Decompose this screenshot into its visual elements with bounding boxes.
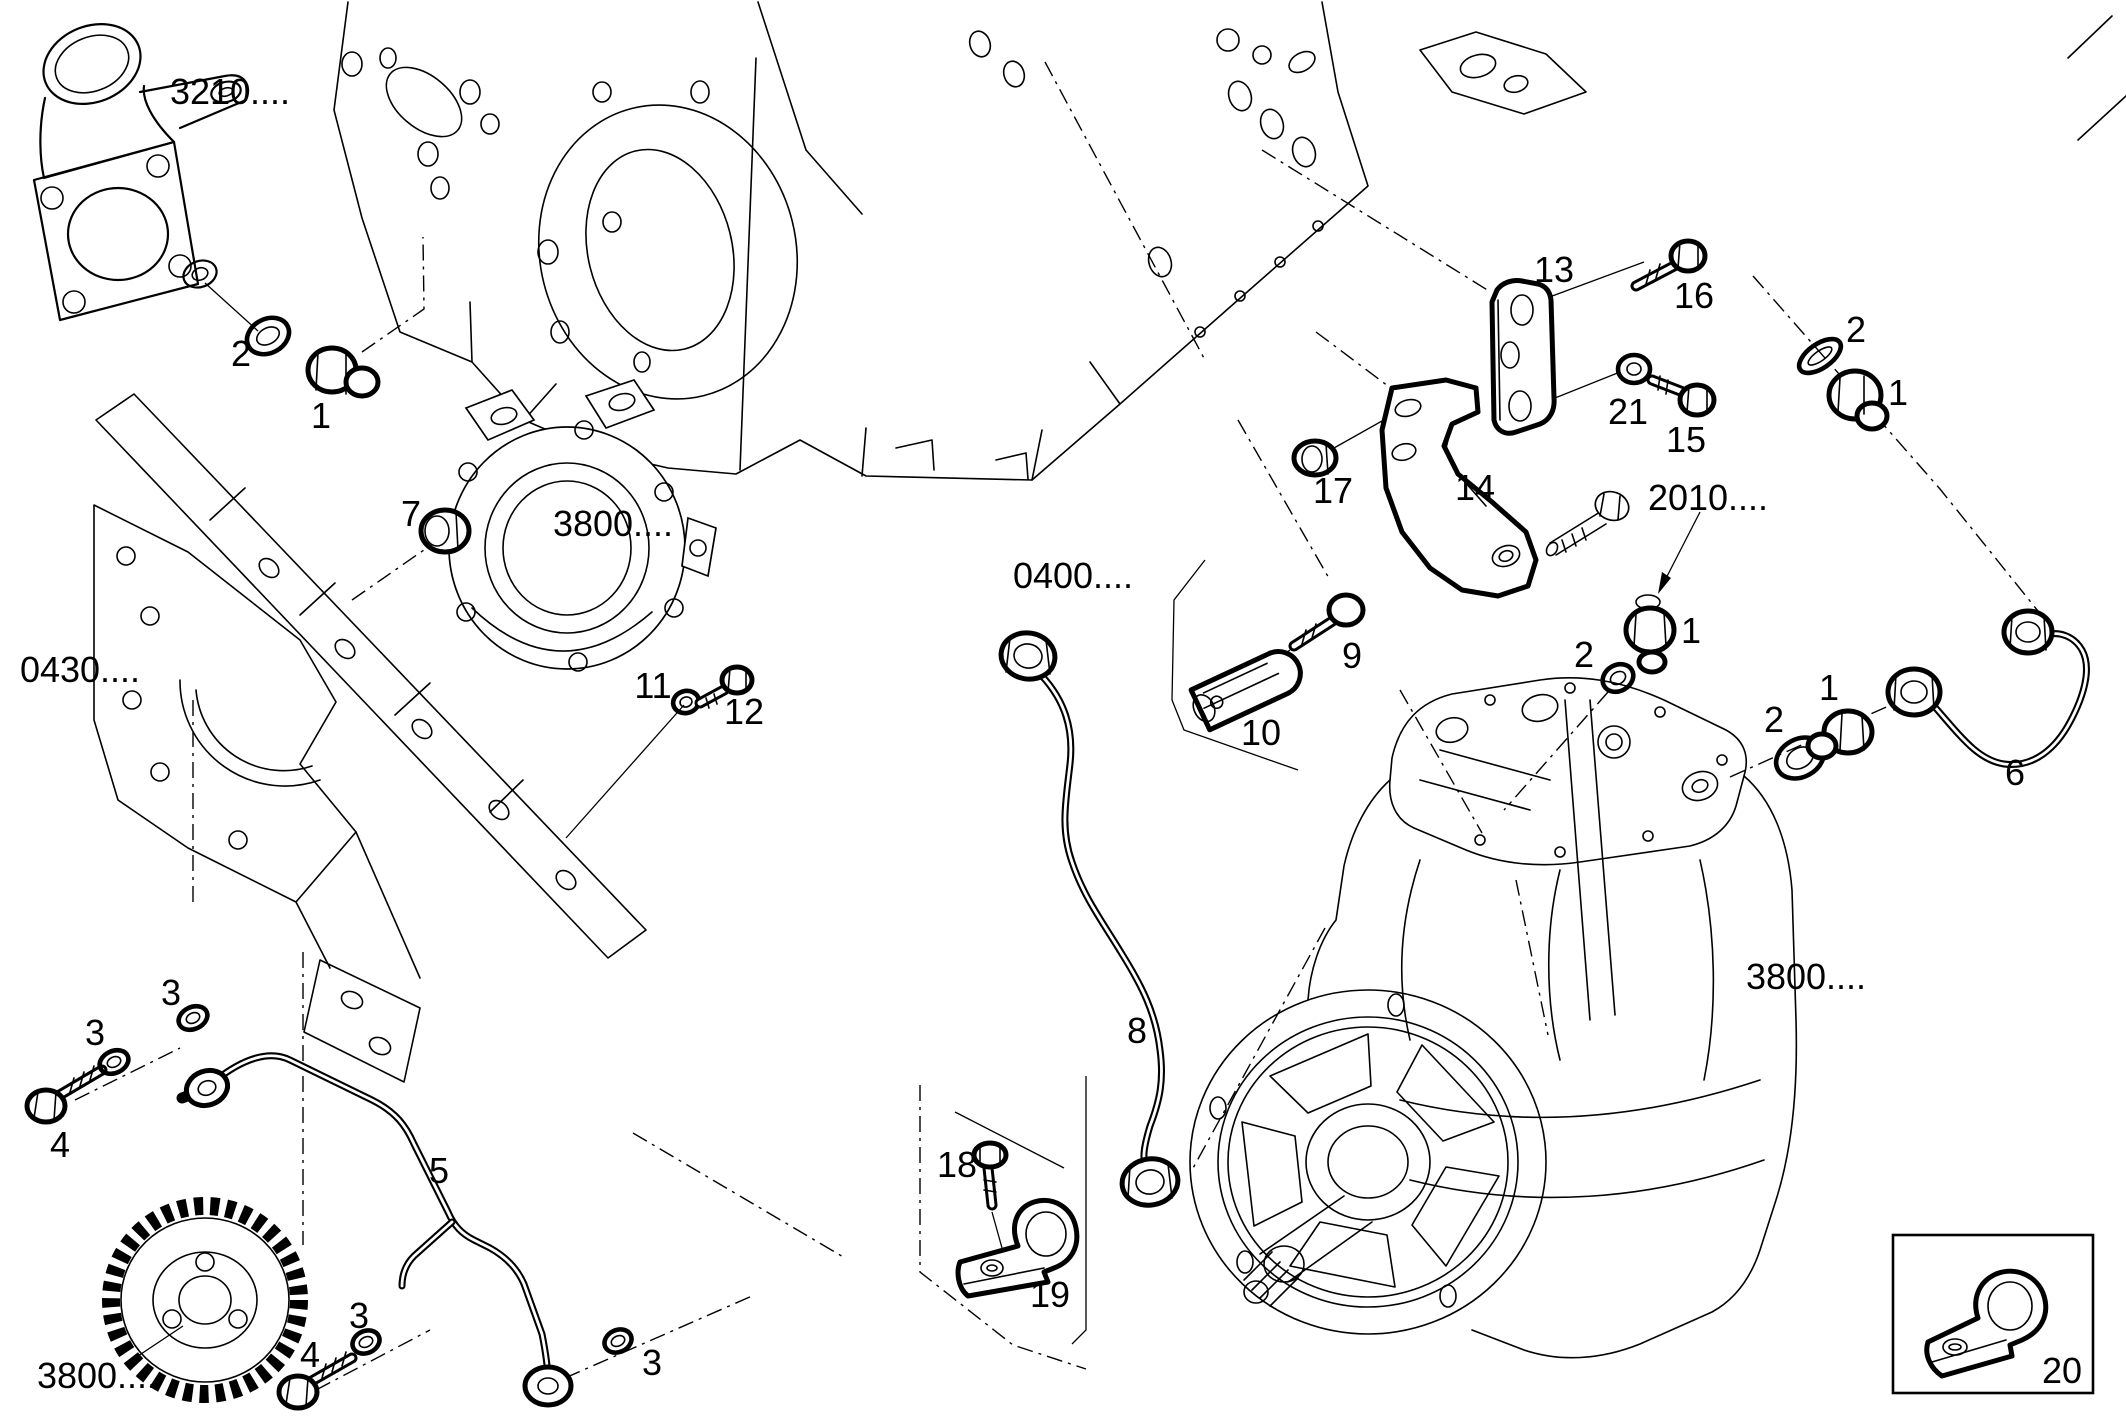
fitting-1-seal-2-topright — [1796, 336, 1890, 432]
bracket-13-drawing — [1489, 278, 1557, 436]
part-number-label: 13 — [1534, 249, 1574, 290]
washer-11-bolt-12-drawing — [670, 664, 755, 716]
part-number-label: 1 — [311, 395, 331, 436]
part-number-label: 21 — [1608, 391, 1648, 432]
pipe-6-drawing — [1885, 608, 2090, 768]
figure-ref-label: 3800.... — [37, 1355, 157, 1396]
part-number-label: 1 — [1819, 667, 1839, 708]
callout-layer: 3210.... 0430.... 3800.... 0400.... 2010....… — [20, 71, 2082, 1396]
part-number-label: 3 — [349, 1295, 369, 1336]
timing-gear-drawing — [102, 1197, 308, 1403]
bolt-4-lower — [276, 1351, 358, 1411]
part-number-label: 1 — [1681, 610, 1701, 651]
part-number-label: 15 — [1666, 419, 1706, 460]
bolt-16-drawing — [1630, 238, 1708, 292]
legend-box — [1891, 1233, 2095, 1395]
part-number-label: 2 — [1846, 309, 1866, 350]
seal-2-head — [1600, 661, 1636, 695]
figure-ref-label: 0400.... — [1013, 555, 1133, 596]
plug-7-drawing — [418, 507, 472, 555]
engine-mount-drawing — [93, 393, 647, 1083]
part-number-label: 10 — [1241, 712, 1281, 753]
figure-ref-label: 0430.... — [20, 649, 140, 690]
part-number-label: 19 — [1030, 1274, 1070, 1315]
part-number-label: 18 — [937, 1144, 977, 1185]
part-number-label: 1 — [1888, 372, 1908, 413]
part-number-label: 3 — [85, 1012, 105, 1053]
bolt-18-drawing — [971, 1140, 1009, 1211]
part-number-label: 14 — [1455, 467, 1495, 508]
part-number-label: 20 — [2042, 1350, 2082, 1391]
part-number-label: 11 — [634, 665, 671, 706]
part-number-label: 5 — [429, 1150, 449, 1191]
nut-17-drawing — [1291, 438, 1339, 478]
fitting-1-seal-2-topleft — [244, 315, 381, 399]
pipe-8-drawing — [998, 630, 1181, 1208]
thermostat-housing-drawing — [32, 22, 250, 322]
figure-ref-label: 3800.... — [553, 503, 673, 544]
pipe-5-drawing — [24, 1003, 634, 1411]
part-number-label: 2 — [1764, 699, 1784, 740]
bolt-9-drawing — [1288, 592, 1366, 652]
air-compressor-drawing — [1189, 676, 1798, 1359]
part-number-label: 16 — [1674, 275, 1714, 316]
part-number-label: 2 — [1574, 634, 1594, 675]
flange-cover-drawing — [448, 378, 717, 672]
bolt-2010-drawing — [1545, 490, 1630, 557]
part-number-label: 7 — [401, 493, 421, 534]
figure-ref-label: 3210.... — [170, 71, 290, 112]
figure-ref-label: 2010.... — [1648, 477, 1768, 518]
bolt-15-drawing — [1646, 374, 1717, 418]
arrowhead — [1658, 572, 1671, 594]
part-number-label: 2 — [231, 333, 251, 374]
washer-2-fitting-1-compressor — [1773, 708, 1875, 781]
leader-lines — [74, 61, 2043, 1391]
clamp-19-drawing — [955, 1198, 1080, 1299]
figure-ref-label: 3800.... — [1746, 956, 1866, 997]
part-number-label: 12 — [724, 691, 764, 732]
part-number-label: 4 — [300, 1334, 320, 1375]
fitting-1-head-vertical — [1623, 594, 1677, 675]
seal-ring-3-items — [97, 1003, 634, 1356]
clamp-20-drawing — [1924, 1268, 2049, 1379]
part-number-label: 3 — [642, 1342, 662, 1383]
bolt-4-upper — [24, 1064, 108, 1125]
part-number-label: 3 — [161, 972, 181, 1013]
part-number-label: 9 — [1342, 635, 1362, 676]
part-number-label: 6 — [2005, 752, 2025, 793]
part-number-label: 8 — [1127, 1010, 1147, 1051]
clamp-10-drawing — [1188, 649, 1303, 733]
washer-21-drawing — [1615, 352, 1653, 386]
bracket-14-drawing — [1379, 377, 1539, 599]
engine-block-drawing — [333, 1, 2126, 481]
part-number-label: 4 — [50, 1124, 70, 1165]
part-number-label: 17 — [1313, 470, 1353, 511]
